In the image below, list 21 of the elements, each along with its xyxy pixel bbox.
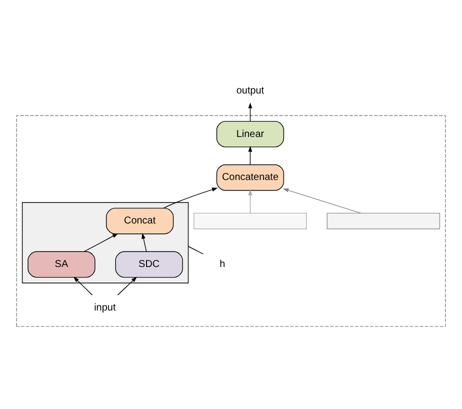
node-box: Linear	[216, 120, 284, 147]
arrow	[248, 102, 252, 122]
node-box	[194, 212, 307, 229]
arrow	[163, 187, 218, 208]
node-box	[326, 212, 440, 229]
node-text: input	[94, 302, 116, 314]
cluster	[16, 114, 446, 326]
node-box: Concat	[106, 207, 174, 234]
arrow	[248, 146, 252, 165]
connector	[188, 246, 204, 254]
arrow	[117, 276, 137, 295]
node-box: SDC	[115, 250, 183, 278]
node-text: output	[236, 84, 264, 96]
node-box: Concatenate	[216, 164, 284, 190]
arrow	[73, 276, 93, 295]
arrow	[142, 232, 147, 252]
node-text: h	[220, 258, 226, 270]
node-box: SA	[28, 250, 96, 278]
arrow	[248, 189, 252, 214]
arrow	[84, 232, 118, 252]
arrow	[282, 188, 362, 214]
